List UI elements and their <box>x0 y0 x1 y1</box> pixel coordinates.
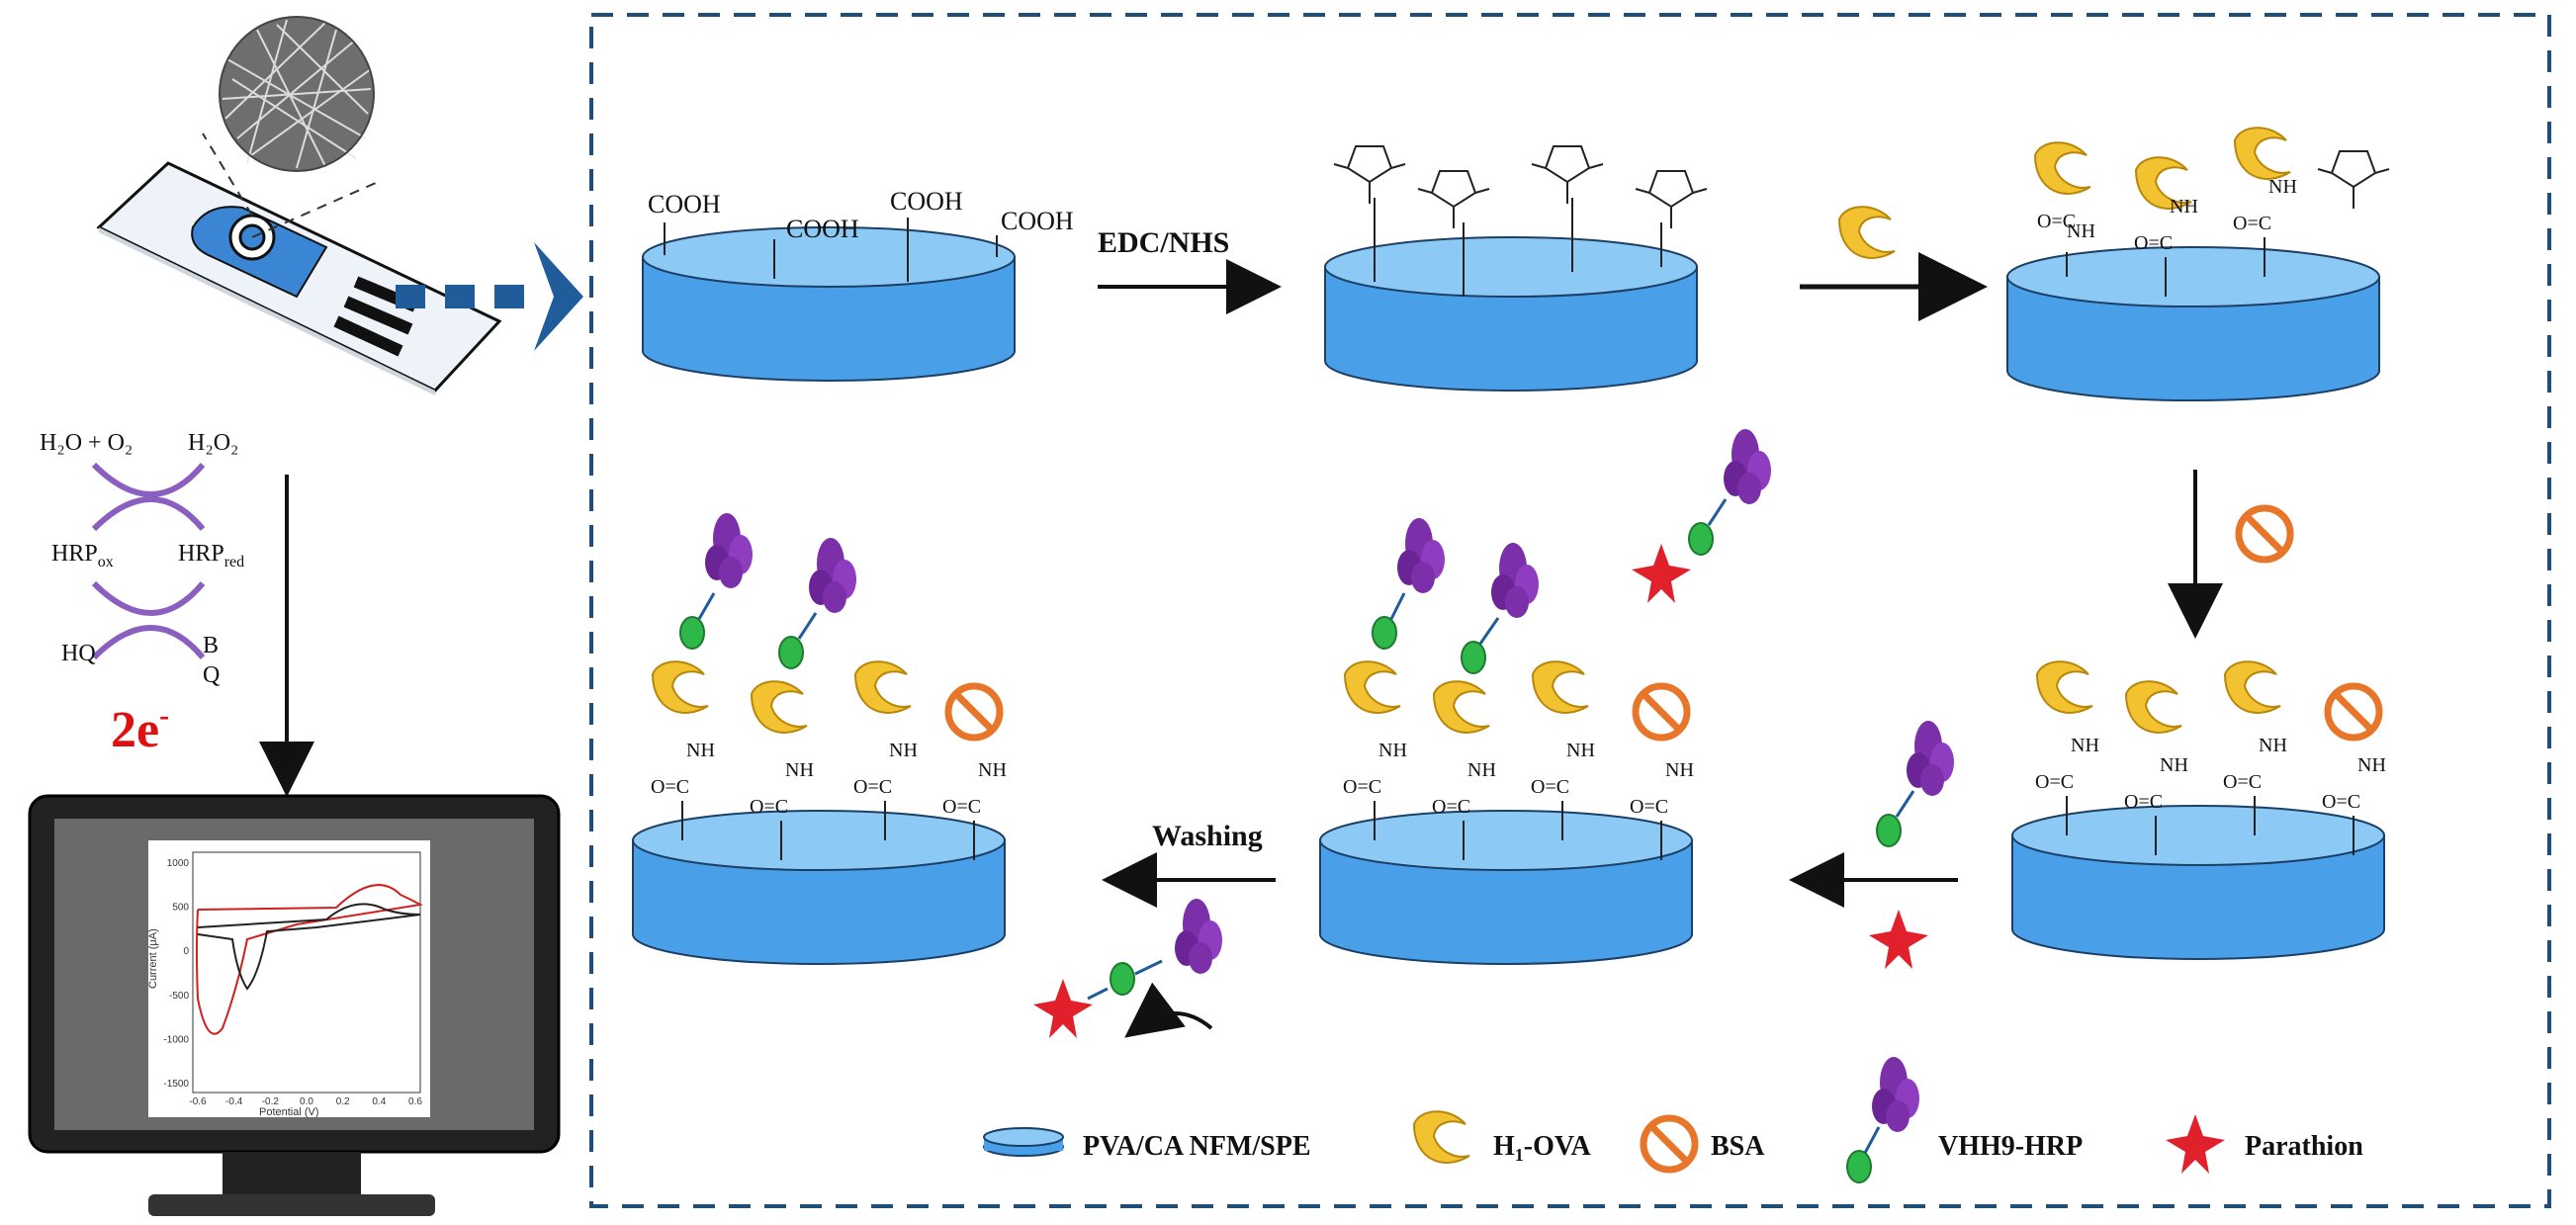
cv-xtick: -0.6 <box>189 1096 207 1107</box>
electrode-antigen-coated: NH O=C <box>2006 127 2390 401</box>
two-electrons-label: 2e- <box>111 699 169 758</box>
electrode-competition <box>1319 429 1771 965</box>
cv-ytick: 0 <box>183 946 189 957</box>
cv-ytick: 1000 <box>167 858 190 869</box>
h2o2-label: H₂O₂ <box>188 430 238 456</box>
amide-co-label: O=C <box>1343 776 1381 798</box>
free-antigen-icon <box>1838 206 1896 259</box>
legend-antibody: VHH9-HRP <box>1846 1057 2083 1183</box>
h2o-o2-label: H₂O + O₂ <box>40 430 133 456</box>
amide-co-label: O=C <box>2322 791 2360 813</box>
legend-parathion-label: Parathion <box>2245 1131 2363 1162</box>
monitor <box>28 794 561 1216</box>
cv-xtick: 0.6 <box>408 1096 422 1107</box>
cv-xtick: 0.4 <box>372 1096 386 1107</box>
legend: PVA/CA NFM/SPE H1-OVA BSA VHH9-HRP Parat… <box>983 1057 2363 1183</box>
free-parathion-icon <box>1869 910 1928 969</box>
bq-q-label: Q <box>203 662 220 688</box>
cv-ytick: 500 <box>172 903 189 914</box>
cv-axes <box>192 851 421 1094</box>
washing-label: Washing <box>1152 820 1263 852</box>
cv-xtick: -0.4 <box>225 1096 243 1107</box>
amide-co-label: O=C <box>1531 776 1569 798</box>
amide-nh-label: NH <box>2357 754 2386 776</box>
cv-xlabel: Potential (V) <box>259 1106 319 1118</box>
amide-nh-label: NH <box>1378 740 1407 761</box>
cooh-label-2: COOH <box>786 215 859 243</box>
amide-nh-label: NH <box>2067 220 2095 242</box>
electrode-bare: COOH COOH COOH COOH <box>642 187 1074 382</box>
legend-bsa: BSA <box>1643 1118 1765 1170</box>
amide-nh-label: NH <box>785 759 814 781</box>
cv-xtick: -0.2 <box>262 1096 280 1107</box>
catalytic-cycle: H₂O + O₂ H₂O₂ HRPox HRPred HQ B Q 2e- <box>40 430 244 758</box>
amide-linkage: NH O=C <box>2037 211 2095 277</box>
amide-co-label: O=C <box>2223 771 2262 793</box>
bsa-step-icon <box>2239 508 2290 560</box>
amide-nh-label: NH <box>978 759 1007 781</box>
amide-nh-label: NH <box>2170 196 2198 218</box>
hrp-red-label: HRPred <box>178 541 244 570</box>
amide-nh-label: NH <box>1566 740 1595 761</box>
amide-nh-label: NH <box>1467 759 1496 781</box>
amide-co-label: O=C <box>853 776 892 798</box>
legend-electrode: PVA/CA NFM/SPE <box>983 1127 1311 1162</box>
cyclic-voltammogram: Current (μA) Potential (V) 1000 500 0 -500 -… <box>147 851 423 1118</box>
cooh-label-1: COOH <box>648 190 721 219</box>
amide-co-label: O=C <box>2035 771 2074 793</box>
electrode-activated <box>1324 145 1708 392</box>
cv-ytick: -1500 <box>163 1079 189 1090</box>
amide-nh-label: NH <box>686 740 715 761</box>
legend-parathion: Parathion <box>2166 1114 2363 1174</box>
cv-ytick: -500 <box>169 991 189 1002</box>
amide-co-label: O=C <box>651 776 689 798</box>
amide-nh-label: NH <box>1665 759 1694 781</box>
legend-antibody-label: VHH9-HRP <box>1938 1131 2083 1162</box>
hrp-ox-label: HRPox <box>51 541 114 570</box>
legend-bsa-label: BSA <box>1711 1131 1765 1162</box>
amide-co-label: O=C <box>1630 796 1668 818</box>
amide-nh-label: NH <box>889 740 918 761</box>
legend-antigen-label: H1-OVA <box>1493 1131 1591 1165</box>
sem-nanofiber-inset <box>202 16 377 238</box>
legend-antigen: H1-OVA <box>1413 1110 1591 1165</box>
amide-nh-label: NH <box>2160 754 2188 776</box>
amide-co-label: O=C <box>2233 213 2271 234</box>
cv-ylabel: Current (μA) <box>147 928 159 989</box>
edc-nhs-label: EDC/NHS <box>1098 226 1229 259</box>
screen-printed-electrode <box>96 161 502 395</box>
hq-label: HQ <box>61 641 96 666</box>
amide-co-label: O=C <box>2037 211 2076 232</box>
amide-co-label: O=C <box>2124 791 2163 813</box>
amide-co-label: O=C <box>942 796 981 818</box>
bq-b-label: B <box>203 633 219 658</box>
amide-co-label: O=C <box>750 796 788 818</box>
cv-xtick: 0.2 <box>336 1096 350 1107</box>
washed-off-complex <box>1033 899 1222 1038</box>
cv-ytick: -1000 <box>163 1034 189 1045</box>
cv-xtick: 0.0 <box>300 1096 313 1107</box>
legend-electrode-label: PVA/CA NFM/SPE <box>1083 1131 1311 1162</box>
cooh-label-3: COOH <box>890 187 963 216</box>
amide-nh-label: NH <box>2259 735 2287 756</box>
scheme-frame <box>589 13 2551 1208</box>
electrode-final <box>632 513 1006 965</box>
amide-nh-label: NH <box>2268 176 2297 198</box>
free-antibody-icon <box>1876 721 1954 847</box>
cv-trace-black <box>197 903 421 991</box>
dashed-flow-arrow <box>396 242 583 351</box>
amide-co-label: O=C <box>2134 232 2173 254</box>
cooh-label-4: COOH <box>1001 207 1074 235</box>
amide-co-label: O=C <box>1432 796 1470 818</box>
amide-nh-label: NH <box>2071 735 2099 756</box>
